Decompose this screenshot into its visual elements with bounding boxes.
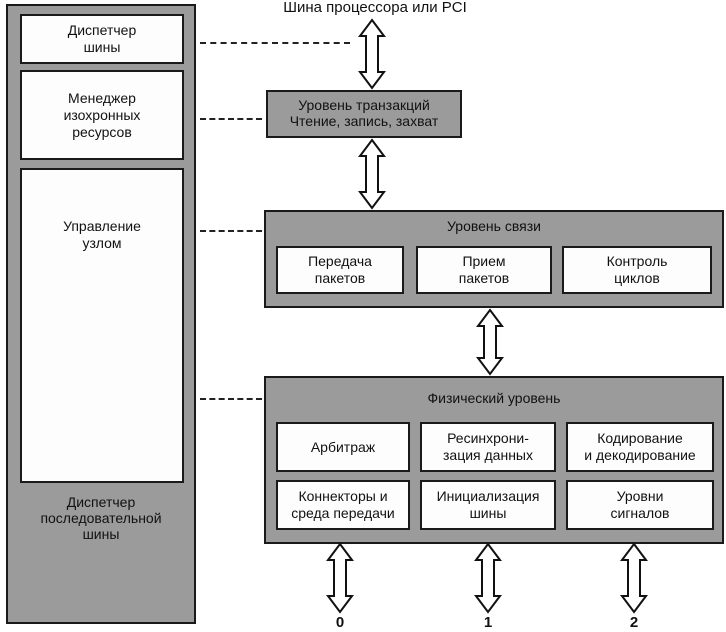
port-label-2: 2 — [629, 614, 639, 631]
dashed-connector-bus-dispatcher — [200, 42, 350, 44]
bus-initialization-box: Инициализация шины — [420, 480, 556, 530]
processor-bus-label: Шина процессора или PCI — [283, 0, 467, 16]
node-management-box: Управление узлом — [20, 168, 184, 483]
dashed-connector-isochronous-manager — [200, 118, 262, 120]
dashed-connector-physical — [200, 398, 262, 400]
link-layer-title: Уровень связи — [447, 218, 541, 234]
dashed-connector-node-management — [200, 230, 262, 232]
physical-layer-title: Физический уровень — [427, 390, 561, 406]
connectors-media-box: Коннекторы и среда передачи — [276, 480, 410, 530]
port-label-1: 1 — [483, 614, 493, 631]
packet-transmit-box: Передача пакетов — [276, 246, 404, 294]
transaction-layer-title: Уровень транзакций — [298, 97, 430, 113]
arrow-transaction-link — [358, 138, 386, 210]
data-resync-box: Ресинхрони- зация данных — [420, 422, 556, 472]
arrow-bus-transaction — [358, 18, 386, 90]
serial-bus-dispatcher-label: Диспетчер последовательной шины — [40, 494, 162, 542]
transaction-layer-subtitle: Чтение, запись, захват — [289, 113, 439, 129]
arrow-port-0 — [326, 542, 354, 614]
arrow-link-physical — [476, 308, 504, 376]
isochronous-manager-box: Менеджер изохронных ресурсов — [20, 70, 184, 160]
arrow-port-2 — [620, 542, 648, 614]
port-label-0: 0 — [335, 614, 345, 631]
transaction-layer-box: Уровень транзакций Чтение, запись, захва… — [266, 90, 462, 138]
cycle-control-box: Контроль циклов — [562, 246, 712, 294]
arbitration-box: Арбитраж — [276, 422, 410, 472]
bus-dispatcher-box: Диспетчер шины — [20, 14, 184, 64]
signal-levels-box: Уровни сигналов — [566, 480, 714, 530]
arrow-port-1 — [474, 542, 502, 614]
encoding-decoding-box: Кодирование и декодирование — [566, 422, 714, 472]
packet-receive-box: Прием пакетов — [416, 246, 552, 294]
